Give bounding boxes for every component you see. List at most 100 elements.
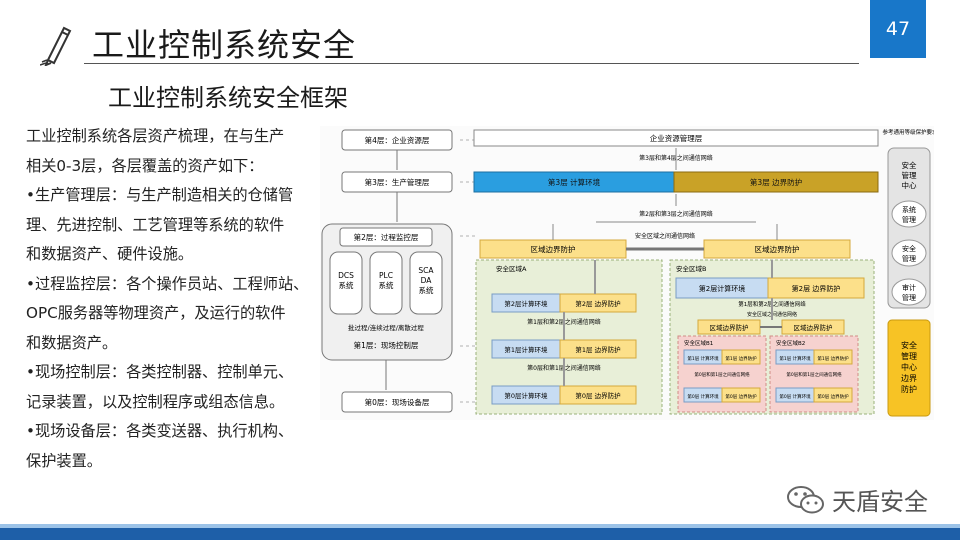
system-mgmt-label: 系统 [902, 205, 916, 214]
center-boundary-box [887, 319, 931, 417]
body-line: 和数据资产。 [26, 333, 118, 352]
dcs-label-a: DCS [338, 271, 354, 280]
zone-a-boundary-label: 区域边界防护 [531, 244, 576, 254]
body-text: 工业控制系统各层资产梳理，在与生产 相关0-3层，各层覆盖的资产如下： •生产管… [26, 122, 318, 476]
layer0-label: 第0层：现场设备层 [365, 397, 430, 407]
zb2-net-label: 第0层和第1层之间通信网络 [786, 371, 842, 378]
body-line: 理、先进控制、工艺管理等系统的软件 [26, 215, 285, 234]
body-line: •现场控制层：各类控制器、控制单元、 [26, 363, 294, 381]
audit-mgmt-label: 审计 [902, 283, 916, 292]
audit-mgmt-label: 管理 [902, 293, 916, 302]
brand-name: 天盾安全 [832, 488, 928, 516]
layer2-label: 第2层：过程监控层 [354, 232, 419, 242]
center-boundary-label: 管理 [901, 351, 917, 361]
layer4-label: 第4层：企业资源层 [365, 135, 430, 145]
dcs-box [329, 251, 363, 315]
enterprise-label: 企业资源管理层 [650, 133, 703, 143]
za-l0-boundary-label: 第0层 边界防护 [575, 391, 620, 400]
zb-l2-compute-label: 第2层计算环境 [699, 284, 745, 293]
zb1-net-label: 第0层和第1层之间通信网络 [694, 371, 750, 378]
scada-box [409, 251, 443, 315]
l3-compute-label: 第3层 计算环境 [548, 177, 601, 187]
body-line: •过程监控层：各个操作员站、工程师站、 [26, 274, 309, 293]
layer1-label: 第1层：现场控制层 [354, 340, 419, 350]
dcs-label-b: 系统 [339, 280, 354, 290]
system-mgmt-ellipse [891, 200, 927, 228]
enterprise-box [473, 129, 879, 147]
net-2-3-label: 第2层和第3层之间通信网络 [639, 210, 713, 218]
zb1-boundary-label: 区域边界防护 [710, 323, 749, 332]
center-label: 管理 [902, 170, 917, 180]
zb2-boundary-label: 区域边界防护 [794, 323, 833, 332]
center-boundary-label: 边界 [901, 373, 917, 383]
footer-bar [0, 524, 960, 540]
body-line: OPC服务器等物理资产，及运行的软件 [26, 304, 286, 322]
zb2-l1-boundary-label: 第1层 边界防护 [817, 355, 849, 362]
za-l2-boundary [559, 293, 637, 313]
zb-l2-boundary [767, 277, 865, 299]
scada-label-a: SCA [418, 266, 434, 275]
zone-b-label: 安全区域B [676, 264, 706, 273]
plc-box [369, 251, 403, 315]
layer2-box [339, 227, 433, 247]
security-framework-diagram: 第4层：企业资源层 第3层：生产管理层 第2层：过程监控层 DCS 系统 PLC… [320, 126, 934, 420]
wechat-icon [787, 485, 824, 513]
body-line: 工业控制系统各层资产梳理，在与生产 [26, 127, 285, 145]
security-mgmt-label: 管理 [902, 254, 916, 263]
zb2-l0-compute-label: 第0层 计算环境 [779, 393, 811, 400]
audit-mgmt-ellipse [891, 278, 927, 306]
layer-stack: 第4层：企业资源层 第3层：生产管理层 第2层：过程监控层 DCS 系统 PLC… [321, 129, 453, 413]
zb1-l0-compute-label: 第0层 计算环境 [687, 393, 719, 400]
center-label: 安全 [902, 160, 917, 170]
body-line: •生产管理层：与生产制造相关的仓储管 [26, 186, 294, 204]
framework-main: 企业资源管理层 第3层和第4层之间通信网络 第3层 计算环境 第3层 边界防护 … [473, 129, 879, 415]
footer-highlight [0, 524, 960, 528]
title-divider [84, 63, 859, 64]
scada-label-c: 系统 [419, 285, 434, 295]
body-line: 保护装置。 [26, 451, 102, 470]
za-l0-compute-label: 第0层计算环境 [504, 391, 548, 400]
center-boundary-label: 安全 [901, 340, 917, 350]
security-mgmt-label: 安全 [902, 244, 916, 253]
pencil-icon [40, 26, 72, 66]
zb1-l0-boundary [721, 387, 761, 403]
security-mgmt-ellipse [891, 239, 927, 267]
zb2-l1-compute-label: 第1层 计算环境 [779, 355, 811, 362]
plc-label-b: 系统 [379, 280, 394, 290]
za-l2-compute-label: 第2层计算环境 [504, 299, 548, 308]
zb1-l0-boundary-label: 第0层 边界防护 [725, 393, 757, 400]
body-line: •现场设备层：各类变送器、执行机构、 [26, 422, 294, 440]
body-line: 和数据资产、硬件设施。 [26, 245, 194, 263]
ref-title-label: 参考通用等级保护要求 [882, 128, 934, 136]
body-line: 记录装置，以及控制程序或组态信息。 [26, 392, 285, 411]
brand-watermark: 天盾安全 [786, 482, 928, 517]
za-l1-boundary-label: 第1层 边界防护 [575, 345, 620, 354]
plc-label-a: PLC [379, 271, 393, 280]
zb1-l1-boundary [721, 349, 761, 365]
zone-net-label: 安全区域之间通信网络 [635, 232, 695, 240]
zb2-l0-boundary-label: 第0层 边界防护 [817, 393, 849, 400]
za-l1-boundary [559, 339, 637, 359]
layer3-label: 第3层：生产管理层 [365, 177, 430, 187]
scada-label-b: DA [421, 276, 433, 285]
za-l2-boundary-label: 第2层 边界防护 [575, 299, 620, 308]
management-column: 参考通用等级保护要求 安全 管理 中心 系统 管理 安全 管理 审计 管理 安全… [882, 128, 934, 417]
system-mgmt-label: 管理 [902, 215, 916, 224]
process-label: 批过程/连续过程/离散过程 [348, 323, 424, 332]
zone-b1-label: 安全区域B1 [684, 339, 713, 347]
framework-svg: 第4层：企业资源层 第3层：生产管理层 第2层：过程监控层 DCS 系统 PLC… [321, 128, 934, 417]
zb2-l0-boundary [813, 387, 853, 403]
center-boundary-label: 中心 [901, 362, 917, 372]
section-subtitle: 工业控制系统安全框架 [108, 84, 348, 112]
zone-b-boundary-label: 区域边界防护 [755, 244, 800, 254]
center-label: 中心 [902, 180, 917, 190]
zb1-l1-boundary-label: 第1层 边界防护 [725, 355, 757, 362]
l3-boundary-box [673, 171, 879, 193]
za-l0-boundary [559, 385, 637, 405]
layer0-box [341, 391, 453, 413]
zone-a-label: 安全区域A [496, 264, 527, 273]
body-line: 相关0-3层，各层覆盖的资产如下： [26, 156, 264, 175]
zb2-l1-boundary [813, 349, 853, 365]
page-number-badge: 47 [870, 0, 926, 58]
center-boundary-label: 防护 [901, 384, 917, 394]
